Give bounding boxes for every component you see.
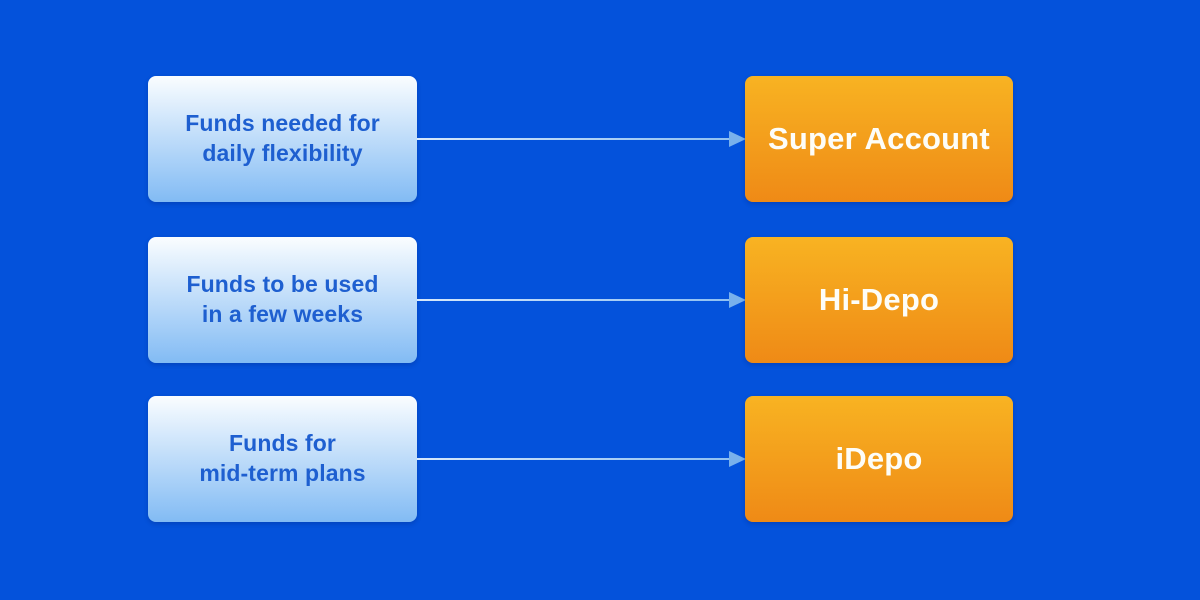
diagram-row: Funds needed for daily flexibility Super… <box>0 76 1200 202</box>
target-box: Hi-Depo <box>745 237 1013 363</box>
arrowhead-icon <box>729 451 746 467</box>
target-label: Super Account <box>768 121 990 156</box>
flow-arrow <box>417 451 746 467</box>
diagram-row: Funds for mid-term plans iDepo <box>0 396 1200 522</box>
source-label-line: daily flexibility <box>202 140 363 166</box>
arrowhead-icon <box>729 131 746 147</box>
arrow-line <box>417 299 732 301</box>
source-box: Funds for mid-term plans <box>148 396 417 522</box>
flow-arrow <box>417 292 746 308</box>
arrowhead-icon <box>729 292 746 308</box>
source-box: Funds needed for daily flexibility <box>148 76 417 202</box>
source-box: Funds to be used in a few weeks <box>148 237 417 363</box>
arrow-line <box>417 138 732 140</box>
target-label: Hi-Depo <box>818 282 940 317</box>
diagram-row: Funds to be used in a few weeks Hi-Depo <box>0 237 1200 363</box>
target-label: iDepo <box>835 441 923 476</box>
target-box: Super Account <box>745 76 1013 202</box>
source-label-line: Funds for <box>229 430 336 457</box>
source-label-line: Funds needed for <box>185 110 380 137</box>
target-box: iDepo <box>745 396 1013 522</box>
source-label-line: mid-term plans <box>199 460 366 486</box>
flow-arrow <box>417 131 746 147</box>
source-label-line: Funds to be used <box>186 271 379 298</box>
arrow-line <box>417 458 732 460</box>
source-label-line: in a few weeks <box>201 301 364 327</box>
